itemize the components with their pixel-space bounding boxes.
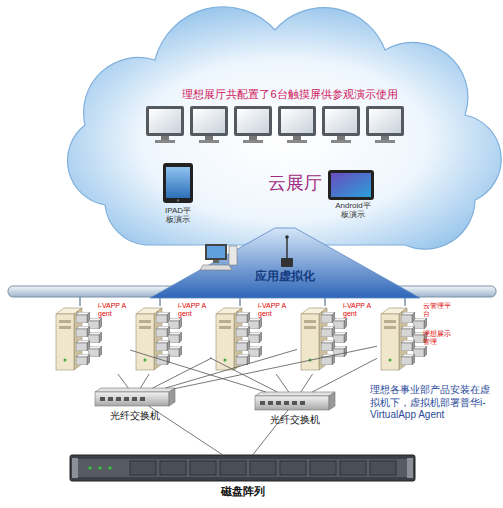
server: i-VAPP Agent bbox=[297, 302, 375, 374]
disk-array-handle bbox=[407, 458, 413, 478]
server: i-VAPP Agent bbox=[212, 302, 290, 374]
disk-bay bbox=[340, 461, 366, 475]
pc-screen bbox=[207, 246, 225, 258]
fiber-link bbox=[175, 346, 377, 388]
arrow-label: 应用虚拟化 bbox=[150, 270, 420, 284]
switch-top bbox=[95, 388, 175, 392]
switch-port bbox=[268, 401, 273, 405]
switch-side bbox=[329, 392, 335, 410]
server-illustration bbox=[136, 308, 182, 370]
server-illustration bbox=[381, 308, 427, 370]
cloud-zone: 理想展厅共配置了6台触摸屏供参观演示使用云展厅 IPAD平板演示 Android平板… bbox=[45, 5, 500, 255]
switch-port bbox=[300, 401, 305, 405]
disk-array-body bbox=[70, 455, 415, 481]
server: i-VAPP Agent bbox=[132, 302, 210, 374]
switch-side bbox=[169, 388, 175, 406]
cloud-note: 理想展厅共配置了6台触摸屏供参观演示使用 bbox=[145, 88, 435, 101]
switch-label: 光纤交换机 bbox=[90, 410, 180, 422]
device-caption: IPAD平板演示 bbox=[161, 206, 195, 224]
disk-bay bbox=[370, 461, 396, 475]
server-illustration bbox=[301, 308, 347, 370]
agent-label: i-VAPP Agent bbox=[343, 302, 375, 318]
device-caption: Android平板演示 bbox=[332, 201, 374, 219]
fiber-link bbox=[153, 358, 212, 388]
agent-label: i-VAPP Agent bbox=[178, 302, 210, 318]
disk-light bbox=[88, 466, 91, 469]
disk-bay bbox=[160, 461, 186, 475]
server-role: 云管理平台 bbox=[423, 302, 457, 318]
switch-front bbox=[255, 396, 329, 410]
switch-port bbox=[284, 401, 289, 405]
switch-port bbox=[108, 397, 113, 401]
disk-bay bbox=[310, 461, 336, 475]
server-illustration bbox=[56, 308, 102, 370]
fiber-switch: 光纤交换机 bbox=[95, 388, 175, 406]
fiber-link bbox=[276, 374, 289, 392]
switch-port bbox=[100, 397, 105, 401]
agent-label: i-VAPP Agent bbox=[258, 302, 290, 318]
fiber-link bbox=[166, 349, 297, 388]
switch-front bbox=[95, 392, 169, 406]
agent-label: i-VAPP Agent bbox=[98, 302, 130, 318]
switch-port bbox=[260, 401, 265, 405]
fiber-switch: 光纤交换机 bbox=[255, 392, 335, 410]
server-illustration bbox=[216, 308, 262, 370]
server-role: 理想展示管理 bbox=[423, 330, 457, 346]
disk-bay bbox=[220, 461, 246, 475]
disk-bay bbox=[280, 461, 306, 475]
triangle-outline bbox=[150, 228, 420, 298]
fiber-link bbox=[312, 358, 377, 392]
disk-bay bbox=[190, 461, 216, 475]
switch-port bbox=[124, 397, 129, 401]
note-text: 理想各事业部产品安装在虚拟机下，虚拟机部署普华i-VirtualApp Agen… bbox=[370, 384, 498, 422]
disk-bay bbox=[130, 461, 156, 475]
fiber-link bbox=[140, 374, 149, 388]
server: i-VAPP Agent bbox=[52, 302, 130, 374]
disk-array-panel bbox=[74, 459, 411, 477]
cloud-outline bbox=[45, 5, 500, 255]
array-label: 磁盘阵列 bbox=[70, 485, 415, 498]
switch-port bbox=[292, 401, 297, 405]
cloud-shape bbox=[67, 7, 501, 249]
switch-top bbox=[255, 392, 335, 396]
virtualization-arrow: 应用虚拟化 bbox=[150, 228, 420, 298]
fiber-link bbox=[118, 374, 128, 388]
switch-port bbox=[116, 397, 121, 401]
switch-port bbox=[276, 401, 281, 405]
disk-light bbox=[98, 466, 101, 469]
bus-drop bbox=[79, 297, 81, 306]
fiber-link bbox=[130, 350, 266, 392]
server: 云管理平台理想展示管理 bbox=[377, 302, 455, 374]
fiber-link bbox=[301, 374, 313, 392]
switch-label: 光纤交换机 bbox=[250, 414, 340, 426]
cloud-title: 云展厅 bbox=[235, 173, 355, 194]
disk-light bbox=[108, 466, 111, 469]
disk-array: 磁盘阵列 bbox=[70, 455, 415, 481]
disk-array-handle bbox=[72, 458, 78, 478]
fiber-link bbox=[210, 358, 277, 392]
switch-port bbox=[140, 397, 145, 401]
arrow-shape bbox=[150, 228, 420, 298]
disk-bay bbox=[250, 461, 276, 475]
switch-port bbox=[132, 397, 137, 401]
